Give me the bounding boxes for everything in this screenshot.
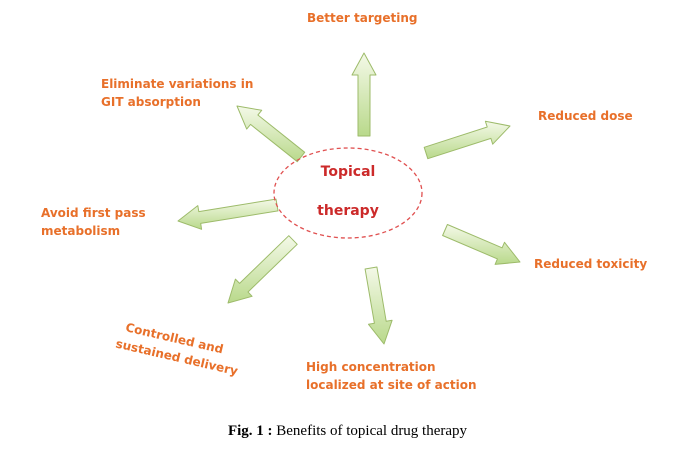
arrow-group [177, 52, 521, 345]
caption-label: Fig. 1 : [227, 423, 273, 439]
benefit-better-targeting: Better targeting [307, 9, 417, 27]
benefit-line: GIT absorption [101, 95, 201, 109]
arrow-avoid-first-pass [177, 198, 279, 230]
benefit-reduced-dose: Reduced dose [538, 107, 633, 125]
benefit-high-concentration: High concentration localized at site of … [306, 358, 477, 394]
benefit-avoid-first-pass: Avoid first pass metabolism [41, 204, 146, 240]
benefit-line: Better targeting [307, 11, 418, 25]
arrow-reduced-dose [423, 120, 511, 160]
caption-text: Benefits of topical drug therapy [276, 423, 468, 439]
benefit-reduced-toxicity: Reduced toxicity [534, 255, 647, 273]
arrow-reduced-toxicity [442, 224, 521, 265]
arrow-controlled-delivery [227, 235, 298, 304]
arrow-high-concentration [364, 266, 393, 345]
figure-caption: Fig. 1 : Benefits of topical drug therap… [0, 423, 695, 440]
benefit-line: metabolism [41, 224, 121, 238]
center-ellipse [273, 147, 423, 239]
benefit-line: Avoid first pass [41, 206, 146, 220]
benefit-line: Reduced toxicity [534, 257, 648, 271]
benefit-line: High concentration [306, 360, 436, 374]
benefit-line: Reduced dose [538, 109, 633, 123]
benefit-line: localized at site of action [306, 378, 477, 392]
center-label-line2: therapy [317, 203, 379, 219]
benefit-eliminate-variations: Eliminate variations in GIT absorption [101, 75, 253, 111]
arrow-eliminate-variations [236, 105, 306, 163]
benefit-line: Eliminate variations in [101, 77, 254, 91]
arrow-better-targeting [351, 52, 377, 137]
center-label-line1: Topical [320, 164, 376, 180]
